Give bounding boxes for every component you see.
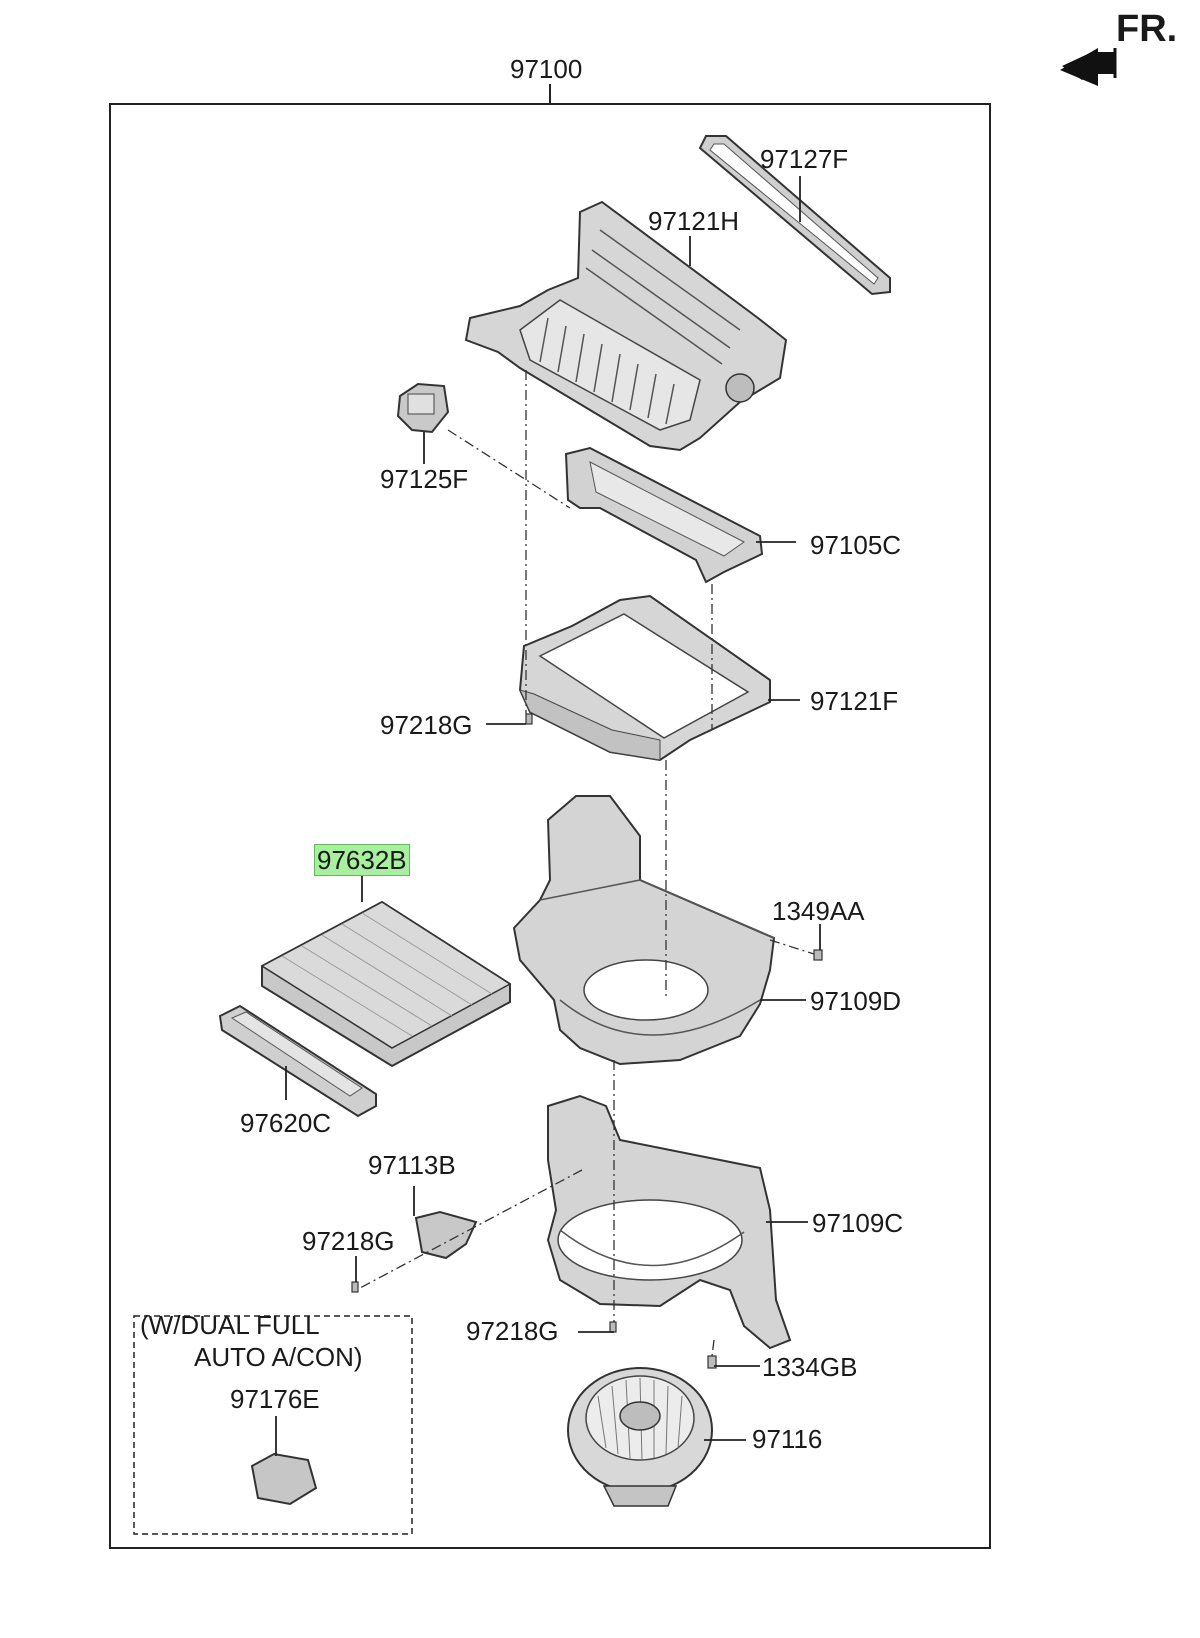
part-label-97113b: 97113B [368, 1150, 456, 1180]
gasket-97127f [698, 135, 891, 296]
fasteners [351, 713, 823, 1369]
option-note-line2: AUTO A/CON) [194, 1342, 363, 1372]
intake-housing-97121h [464, 200, 788, 452]
case-97121f [518, 594, 771, 762]
part-label-97632b-highlighted[interactable]: 97632B [314, 844, 410, 876]
bracket-97113b [414, 1210, 478, 1260]
leader-lines [275, 176, 821, 1456]
upper-case-97109d [512, 795, 776, 1066]
part-label-97116: 97116 [752, 1424, 823, 1454]
blower-motor-97116 [567, 1367, 713, 1507]
part-label-1334gb: 1334GB [762, 1352, 858, 1382]
part-label-97109d: 97109D [810, 986, 902, 1016]
assembly-number-label: 97100 [510, 54, 583, 84]
frame-97105c [564, 446, 764, 584]
actuator-97125f [396, 382, 450, 434]
front-direction-label: FR. [1116, 8, 1178, 50]
part-label-1349aa: 1349AA [772, 896, 865, 926]
part-label-97105c: 97105C [810, 530, 902, 560]
part-label-97125f: 97125F [380, 464, 469, 494]
assembly-centerlines [359, 370, 815, 1357]
option-box [133, 1315, 413, 1535]
part-label-97121f: 97121F [810, 686, 899, 716]
lower-case-97109c [546, 1094, 792, 1350]
part-label-97218g-lower: 97218G [466, 1316, 559, 1346]
part-label-97620c: 97620C [240, 1108, 332, 1138]
part-label-97121h: 97121H [648, 206, 740, 236]
part-label-97176e: 97176E [230, 1384, 320, 1414]
cabin-filter-97632b [260, 900, 512, 1068]
part-label-97218g-upper: 97218G [380, 710, 473, 740]
part-label-97109c: 97109C [812, 1208, 904, 1238]
option-note-line1: (W/DUAL FULL [140, 1310, 320, 1340]
resistor-97176e [250, 1452, 318, 1506]
part-label-97127f: 97127F [760, 144, 849, 174]
part-label-97218g-left: 97218G [302, 1226, 395, 1256]
filter-cover-97620c [218, 1004, 377, 1118]
